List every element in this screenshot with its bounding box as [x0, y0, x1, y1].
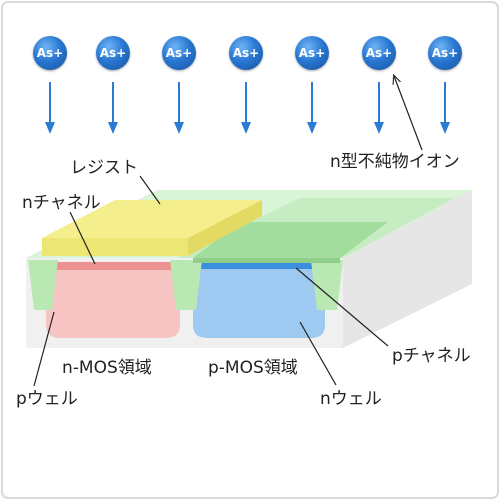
leader-n-well — [299, 321, 337, 386]
n-well-shape — [193, 262, 325, 338]
arrow-down-icon — [440, 82, 450, 134]
as-ion-6: As+ — [362, 36, 396, 70]
label-n-channel: nチャネル — [22, 193, 101, 213]
as-ion-2-label: As+ — [99, 46, 127, 60]
as-ion-3: As+ — [162, 36, 196, 70]
isolation-trench-right — [311, 260, 343, 310]
leader-n-impurity-ion — [394, 76, 423, 151]
gate-block-front — [193, 258, 340, 263]
as-ion-1: As+ — [33, 36, 67, 70]
label-nmos-region: n-MOS領域 — [62, 358, 152, 378]
label-resist: レジスト — [70, 158, 138, 178]
leader-p-well — [33, 311, 55, 387]
as-ion-5: As+ — [295, 36, 329, 70]
n-channel-stripe — [46, 262, 180, 270]
as-ion-4: As+ — [229, 36, 263, 70]
label-p-well: pウェル — [16, 389, 78, 409]
leader-p-channel — [295, 267, 389, 347]
as-ion-3-label: As+ — [165, 46, 193, 60]
arrow-down-icon — [307, 82, 317, 134]
label-n-well: nウェル — [320, 389, 382, 409]
isolation-trench-left — [28, 260, 58, 310]
leader-resist — [139, 175, 161, 205]
leader-n-channel — [69, 211, 96, 265]
substrate-side-face — [343, 190, 472, 348]
arrow-down-icon — [108, 82, 118, 134]
as-ion-1-label: As+ — [36, 46, 64, 60]
arrow-down-icon — [241, 82, 251, 134]
label-p-channel: pチャネル — [392, 346, 471, 366]
p-channel-stripe — [193, 262, 325, 269]
resist-top-face — [42, 200, 262, 238]
label-n-impurity-ion: n型不純物イオン — [330, 152, 460, 172]
as-ion-4-label: As+ — [232, 46, 260, 60]
p-well-shape — [46, 262, 180, 338]
label-pmos-region: p-MOS領域 — [208, 358, 298, 378]
as-ion-2: As+ — [96, 36, 130, 70]
as-ion-7-label: As+ — [431, 46, 459, 60]
arrow-down-icon — [45, 82, 55, 134]
isolation-trench-middle — [170, 260, 202, 310]
gate-block-top — [193, 222, 388, 258]
resist-side-face — [188, 200, 262, 256]
as-ion-7: As+ — [428, 36, 462, 70]
arrow-down-icon — [174, 82, 184, 134]
as-ion-5-label: As+ — [298, 46, 326, 60]
arrow-down-icon — [374, 82, 384, 134]
resist-front-face — [42, 238, 188, 256]
as-ion-6-label: As+ — [365, 46, 393, 60]
